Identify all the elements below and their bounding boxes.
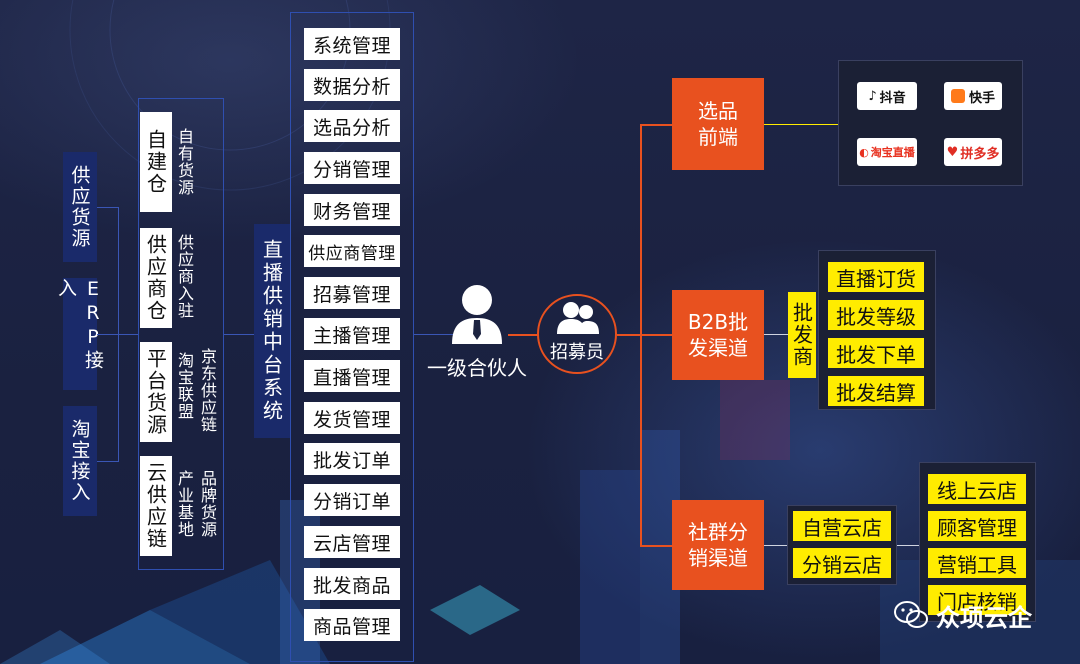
channel-b2b: B2B批 发渠道 bbox=[672, 290, 764, 380]
taobao-live-icon: ◐ bbox=[859, 145, 869, 159]
warehouse-platform-detail-1: 淘宝联盟 bbox=[175, 352, 194, 420]
wholesaler-badge: 批发商 bbox=[788, 292, 816, 378]
connector bbox=[640, 545, 672, 547]
connector bbox=[617, 334, 641, 336]
module-item: 商品管理 bbox=[304, 609, 400, 641]
connector bbox=[224, 334, 254, 335]
warehouse-cloud-detail-1: 产业基地 bbox=[175, 470, 194, 538]
module-item: 选品分析 bbox=[304, 110, 400, 142]
pinduoduo-icon: ♥ bbox=[946, 144, 959, 160]
module-item: 分销管理 bbox=[304, 152, 400, 184]
connector bbox=[640, 334, 672, 336]
social-function: 门店核销 bbox=[928, 585, 1026, 615]
b2b-function: 批发等级 bbox=[828, 300, 924, 330]
warehouse-supplier: 供应商仓 bbox=[140, 228, 172, 328]
connector bbox=[640, 124, 672, 126]
source-erp: ERP接入 bbox=[55, 278, 104, 390]
connector bbox=[508, 334, 538, 336]
source-taobao: 淘宝接入 bbox=[63, 406, 97, 516]
douyin-logo: ♪抖音 bbox=[857, 82, 917, 110]
module-item: 云店管理 bbox=[304, 526, 400, 558]
social-function: 线上云店 bbox=[928, 474, 1026, 504]
connector bbox=[97, 207, 119, 208]
connector bbox=[97, 334, 119, 335]
pinduoduo-logo: ♥拼多多 bbox=[944, 138, 1002, 166]
warehouse-self: 自建仓 bbox=[140, 112, 172, 212]
social-store: 自营云店 bbox=[793, 511, 891, 541]
connector bbox=[897, 545, 919, 546]
module-item: 主播管理 bbox=[304, 318, 400, 350]
warehouse-cloud: 云供应链 bbox=[140, 456, 172, 556]
social-store: 分销云店 bbox=[793, 548, 891, 578]
wechat-icon bbox=[894, 601, 928, 628]
modules-frame bbox=[290, 12, 414, 662]
kuaishou-logo: 快手 bbox=[944, 82, 1002, 110]
warehouse-platform: 平台货源 bbox=[140, 342, 172, 442]
warehouse-supplier-detail: 供应商入驻 bbox=[175, 234, 194, 319]
module-item: 批发商品 bbox=[304, 568, 400, 600]
warehouse-platform-detail-2: 京东供应链 bbox=[198, 348, 217, 433]
douyin-icon: ♪ bbox=[868, 88, 877, 104]
kuaishou-icon bbox=[950, 89, 965, 103]
source-supply: 供应货源 bbox=[63, 152, 97, 262]
recruiter-circle bbox=[537, 294, 617, 374]
channel-frontend: 选品 前端 bbox=[672, 78, 764, 170]
channel-social: 社群分 销渠道 bbox=[672, 500, 764, 590]
platform-panel bbox=[838, 60, 1023, 186]
connector bbox=[97, 461, 119, 462]
social-function: 顾客管理 bbox=[928, 511, 1026, 541]
warehouse-self-detail: 自有货源 bbox=[175, 128, 194, 196]
connector bbox=[118, 334, 138, 335]
b2b-function: 批发下单 bbox=[828, 338, 924, 368]
module-item: 批发订单 bbox=[304, 443, 400, 475]
warehouse-frame bbox=[138, 98, 224, 570]
recruiter-label: 招募员 bbox=[550, 342, 604, 363]
connector bbox=[764, 334, 788, 335]
watermark-text: 众项云企 bbox=[936, 604, 1032, 632]
module-item: 数据分析 bbox=[304, 69, 400, 101]
connector bbox=[764, 545, 788, 546]
module-item: 财务管理 bbox=[304, 194, 400, 226]
partner-label: 一级合伙人 bbox=[427, 356, 527, 380]
people-icon bbox=[557, 302, 599, 334]
taobao-live-logo: ◐淘宝直播 bbox=[857, 138, 917, 166]
system-title: 直播供销中台系统 bbox=[254, 224, 290, 438]
module-item: 招募管理 bbox=[304, 277, 400, 309]
partner-person-icon bbox=[452, 285, 502, 344]
module-item: 系统管理 bbox=[304, 28, 400, 60]
b2b-function: 直播订货 bbox=[828, 262, 924, 292]
warehouse-cloud-detail-2: 品牌货源 bbox=[198, 470, 217, 538]
module-item: 供应商管理 bbox=[304, 235, 400, 267]
social-function: 营销工具 bbox=[928, 548, 1026, 578]
module-item: 直播管理 bbox=[304, 360, 400, 392]
b2b-function: 批发结算 bbox=[828, 376, 924, 406]
connector bbox=[414, 334, 454, 335]
connector bbox=[764, 124, 838, 125]
module-item: 发货管理 bbox=[304, 402, 400, 434]
module-item: 分销订单 bbox=[304, 484, 400, 516]
